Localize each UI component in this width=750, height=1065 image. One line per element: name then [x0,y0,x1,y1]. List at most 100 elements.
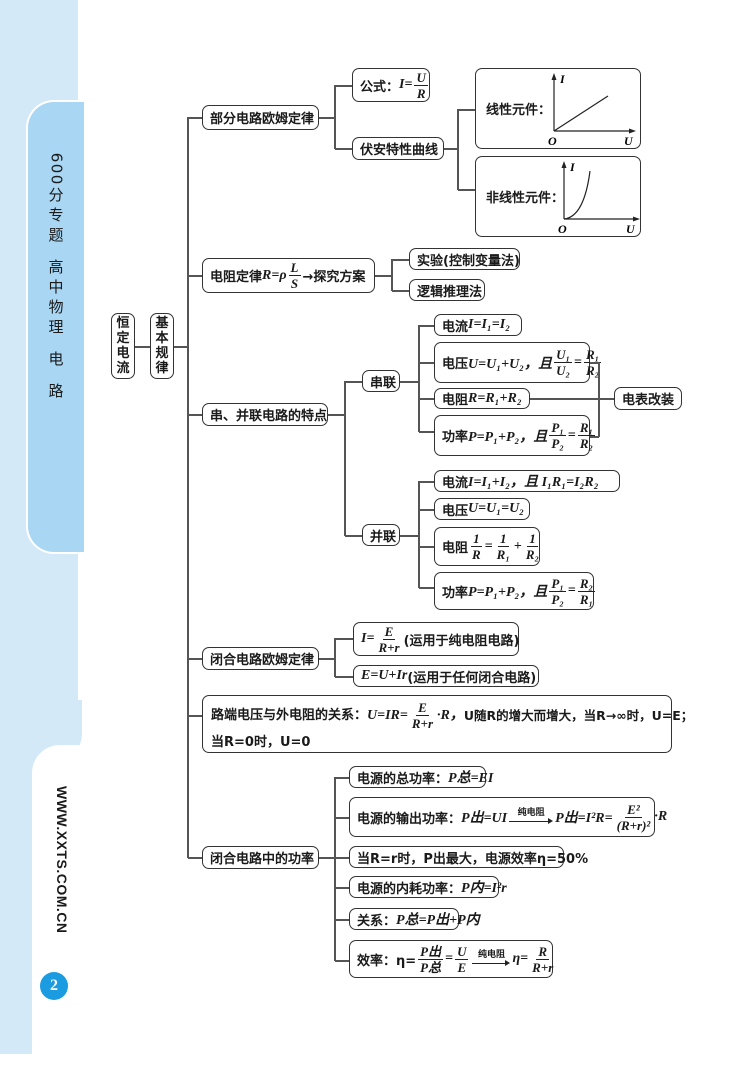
tab-char: 高 [48,258,64,276]
connector [457,109,459,190]
node-parallel[interactable]: 并联 [362,524,400,546]
formula: P总=P出+P内 [396,913,480,928]
closed-ohm-any-circuit[interactable]: E=U+Ir (运用于任何闭合电路) [353,665,539,687]
numerator: L [288,260,301,276]
tab-char: 理 [48,318,64,336]
formula-lhs: R=ρ [262,267,287,283]
numerator: P₁ [549,575,566,592]
connector [335,887,349,889]
node-char: 律 [155,361,169,376]
x-axis-arrow [633,216,640,222]
node-label: 逻辑推理法 [417,284,483,300]
power-relation[interactable]: 关系： P总=P出+P内 [349,908,480,930]
tab-char: 路 [48,382,64,400]
numerator: P出 [418,943,444,960]
connector [335,919,349,921]
node-experiment-method[interactable]: 实验(控制变量法) [409,248,520,270]
parallel-current[interactable]: 电流 I=I₁+I₂，且 I₁R₁=I₂R₂ [434,470,620,492]
item-prefix: 功率 [442,585,469,601]
sidebar-lower-panel [32,745,82,1065]
relation-text: U随R的增大而增大，当R→∞时，U=E； [463,707,694,723]
node-label-suffix: →探究方案 [302,270,366,285]
root-char: 定 [116,331,130,346]
node-logic-reasoning[interactable]: 逻辑推理法 [409,279,485,301]
formula-lhs: I= [361,631,375,646]
parallel-voltage[interactable]: 电压 U=U₁=U₂ [434,498,530,520]
note: (运用于纯电阻电路) [403,633,520,649]
power-output[interactable]: 电源的输出功率： P出=UI 纯电阻 P出=I²R= E²(R+r)² ·R [349,797,667,837]
note: (运用于任何闭合电路) [407,670,537,686]
connector [328,414,345,416]
connector [418,481,420,588]
tab-char [28,337,84,349]
node-closed-circuit-ohm[interactable]: 闭合电路欧姆定律 [202,647,319,670]
node-series-parallel[interactable]: 串、并联电路的特点 [202,403,328,426]
tab-char: 题 [48,226,64,244]
root-char: 恒 [116,316,130,331]
connector [419,546,434,548]
numerator: U₁ [554,347,572,363]
connector [419,398,434,400]
node-label: 伏安特性曲线 [360,143,439,158]
power-total[interactable]: 电源的总功率： P总=EI [349,766,493,788]
power-internal[interactable]: 电源的内耗功率： P内=I²r [349,876,507,898]
main-spine [187,117,189,858]
series-current[interactable]: 电流 I=I₁=I₂ [434,314,522,336]
connector [335,148,352,150]
node-va-curve[interactable]: 伏安特性曲线 [352,137,444,160]
root-node-constant-current[interactable]: 恒 定 电 流 [111,313,135,379]
power-max[interactable]: 当R=r时，P出最大，电源效率η=50% [349,846,588,868]
root-char: 电 [116,346,130,361]
website-url[interactable]: WWW.XXTS.COM.CN [54,786,70,934]
item-prefix: 路端电压与外电阻的关系： [211,707,368,723]
y-axis-arrow [551,73,557,80]
node-label: 部分电路欧姆定律 [210,112,315,127]
formula: P出=UI [461,811,508,826]
node-partial-ohm-law[interactable]: 部分电路欧姆定律 [202,105,319,130]
node-char: 基 [155,316,169,331]
connector [392,290,409,292]
numerator: E [382,623,396,640]
denominator: E [457,959,467,975]
denominator: R [472,547,481,562]
item-prefix: 电压 [442,357,469,372]
node-closed-circuit-power[interactable]: 闭合电路中的功率 [202,846,319,869]
connector [334,638,336,677]
tab-char [28,369,84,381]
connector [392,259,409,261]
node-linear-element[interactable]: 线性元件： I O U [475,68,641,149]
connector [188,658,202,660]
connector [590,362,599,364]
formula: ·R， [437,707,464,723]
node-nonlinear-element[interactable]: 非线性元件： I O U [475,156,641,237]
node-series[interactable]: 串联 [362,370,400,392]
formula: P总=EI [448,771,494,786]
connector [319,857,335,859]
series-resistance[interactable]: 电阻 R=R₁+R₂ [434,388,530,409]
numerator: U [455,943,469,960]
node-basic-laws[interactable]: 基 本 规 律 [150,313,174,379]
denominator: R [416,85,426,101]
node-meter-conversion[interactable]: 电表改装 [614,387,682,410]
connector [319,658,335,660]
fraction: E²(R+r)² [615,803,653,832]
arrow-icon [472,960,511,968]
arrow-icon [509,818,554,826]
